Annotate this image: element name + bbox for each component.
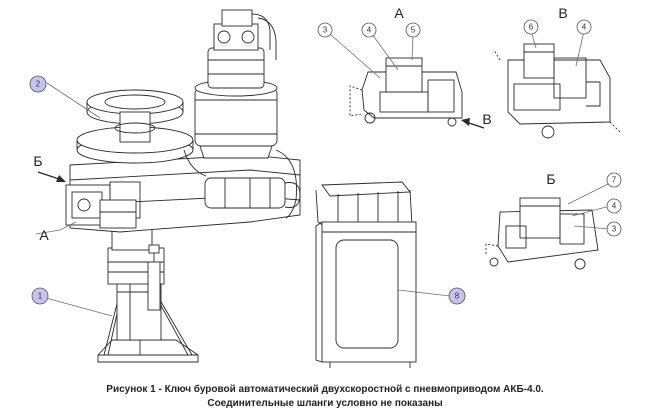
callout-a4: 4 [367, 26, 372, 35]
callout-circle-a5 [405, 22, 421, 38]
callout-2: 2 [36, 80, 41, 89]
callout-circle-2 [29, 75, 47, 93]
callout-circle-v6 [523, 19, 539, 35]
callout-circle-1 [31, 287, 49, 305]
callout-circle-b3 [606, 221, 622, 237]
callout-a3: 3 [323, 26, 328, 35]
base-plate [97, 339, 199, 363]
callout-circle-b7 [606, 172, 622, 188]
detail-view-v [493, 43, 621, 139]
figure-caption-line1: Рисунок 1 - Ключ буровой автоматический … [106, 384, 544, 395]
column-cylinder [147, 261, 161, 311]
callout-circles [29, 19, 622, 305]
pneumatic-motor [207, 47, 265, 89]
callout-b7: 7 [612, 176, 617, 185]
callout-8: 8 [455, 292, 460, 301]
callout-v4: 4 [582, 23, 587, 32]
callout-b4: 4 [612, 202, 617, 211]
callout-circle-a4 [361, 22, 377, 38]
view-label-a-main: А [39, 227, 49, 243]
detail-v-title: В [558, 5, 567, 21]
detail-v-arrow-label: В [482, 111, 491, 127]
control-cabinet [315, 181, 417, 368]
callout-circle-a3 [317, 22, 333, 38]
leader-lines [35, 30, 611, 317]
gearbox-housing [194, 87, 278, 147]
callout-circle-8 [448, 287, 466, 305]
callout-a5: 5 [411, 26, 416, 35]
view-label-b-main: Б [33, 153, 42, 169]
detail-view-a [349, 57, 463, 127]
detail-view-b [485, 197, 599, 270]
callout-circle-b4 [606, 198, 622, 214]
callout-1: 1 [38, 292, 43, 301]
figure-caption-line2: Соединительные шланги условно не показан… [207, 398, 443, 409]
detail-a-title: А [394, 5, 404, 21]
callout-v6: 6 [529, 23, 534, 32]
detail-b-title: Б [546, 171, 555, 187]
callout-b3: 3 [612, 225, 617, 234]
tong-assembly [65, 9, 301, 363]
drive-cylinder [204, 177, 286, 209]
view-arrows [37, 118, 485, 182]
callout-circle-v4 [576, 19, 592, 35]
